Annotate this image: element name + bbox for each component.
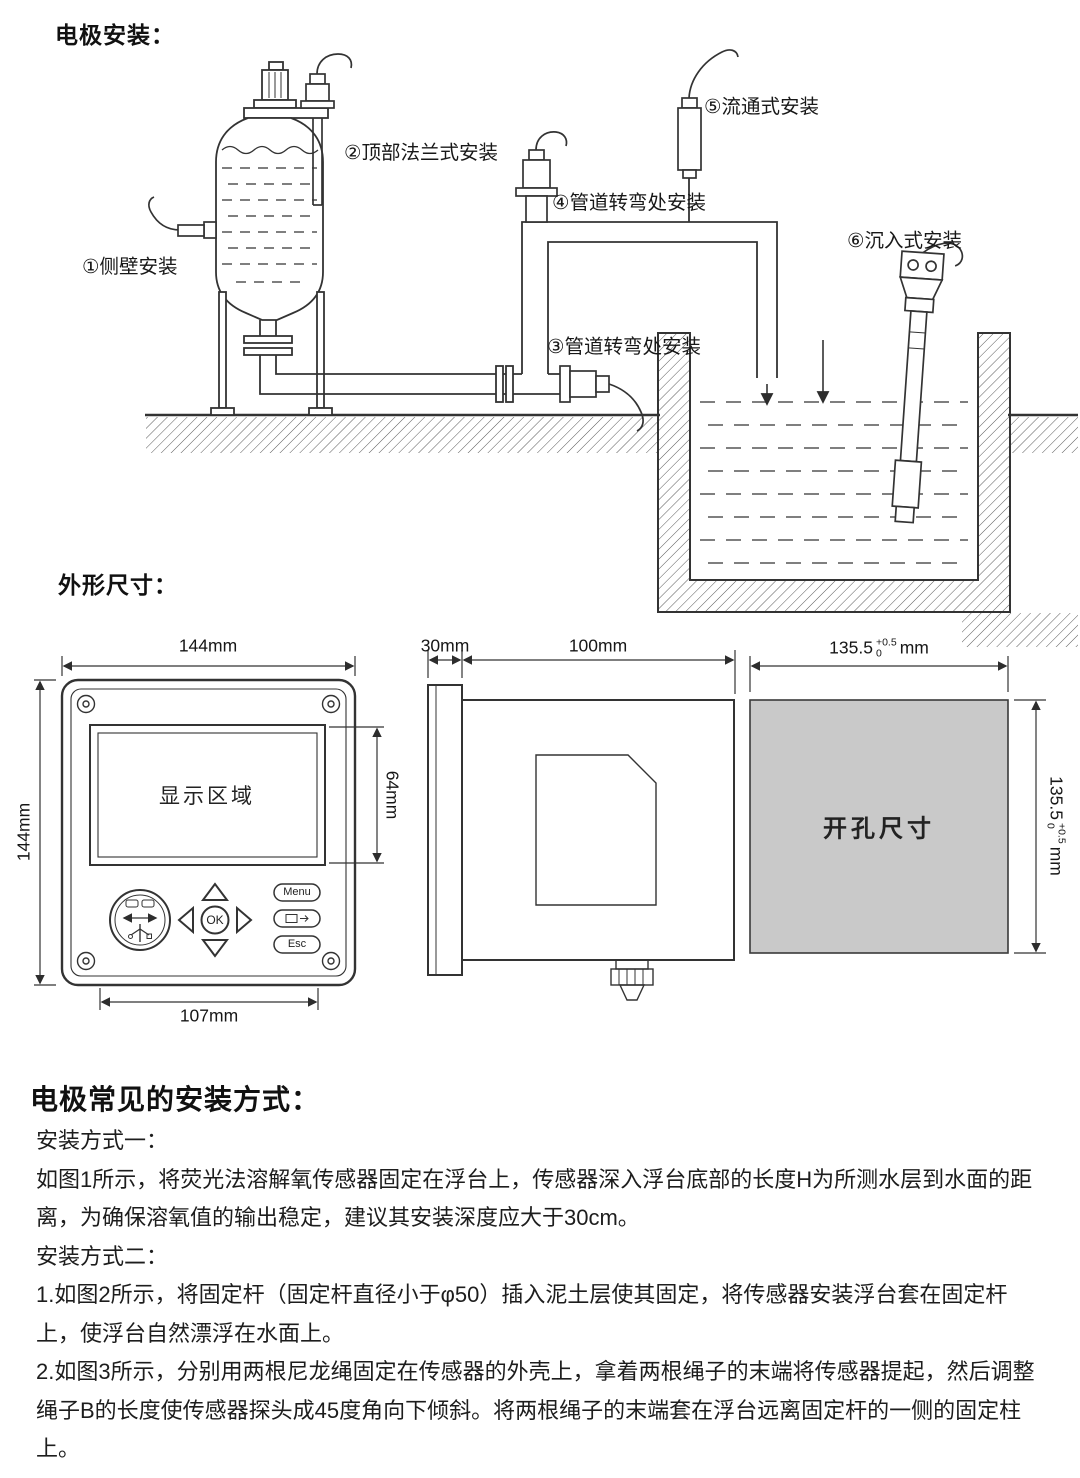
dim-value: 135.5 — [829, 637, 873, 658]
dim-cutout-height: 135.5 +0.5 0 mm — [1045, 776, 1068, 876]
pipe-flange — [243, 335, 293, 344]
dimension-lines — [749, 656, 1046, 954]
sensor-cable — [148, 196, 181, 231]
cable-gland — [610, 959, 654, 1001]
left-arrow-key — [177, 905, 194, 935]
installation-methods-text: 安装方式一： 如图1所示，将荧光法溶解氧传感器固定在浮台上，传感器深入浮台底部的… — [36, 1122, 1046, 1469]
method-2-heading: 安装方式二： — [36, 1243, 169, 1269]
display-area-label: 显示区域 — [159, 784, 255, 808]
menu-key-label: Menu — [283, 886, 311, 898]
sensor-top-flange — [300, 53, 353, 206]
dim-body-depth: 100mm — [568, 635, 628, 656]
tolerance-upper: +0.5 — [875, 636, 897, 649]
collection-pit — [657, 332, 1011, 613]
display-key — [273, 909, 321, 928]
tank-leg-right — [316, 291, 325, 409]
menu-key — [273, 883, 321, 902]
function-keys — [273, 883, 321, 954]
ok-key-label: OK — [206, 913, 224, 927]
method-1-heading: 安装方式一： — [36, 1128, 169, 1153]
sensor-cable — [608, 383, 644, 432]
dim-unit: mm — [1046, 846, 1067, 876]
dim-keypad-width: 107mm — [179, 1005, 239, 1026]
tolerance-lower: 0 — [1045, 822, 1057, 829]
pipe-flange — [505, 365, 514, 403]
usb-port-icon — [109, 889, 171, 951]
down-arrow-key — [201, 939, 229, 958]
dim-tolerance: +0.5 0 — [875, 636, 897, 659]
up-arrow-key — [201, 882, 229, 901]
install-label-flow-through: ⑤流通式安装 — [704, 96, 819, 118]
tank-leg-left — [218, 291, 227, 409]
ok-key — [200, 905, 230, 935]
dimension-lines — [427, 650, 736, 694]
right-arrow-key — [236, 905, 253, 935]
cutout-label: 开孔尺寸 — [823, 813, 935, 843]
display-area — [89, 724, 326, 866]
dimension-drawings — [34, 650, 1046, 1010]
install-label-immersion: ⑥沉入式安装 — [847, 230, 962, 252]
side-view — [427, 650, 736, 1001]
dpad — [177, 882, 253, 958]
method-1-text: 如图1所示，将荧光法溶解氧传感器固定在浮台上，传感器深入浮台底部的长度H为所测水… — [36, 1166, 1033, 1231]
tank-liquid-dashes — [222, 167, 317, 283]
install-label-side-wall: ①侧壁安装 — [82, 256, 178, 278]
pipe-network — [243, 178, 830, 406]
display-key-icon — [285, 914, 298, 923]
front-view — [34, 656, 384, 1010]
dim-front-height: 144mm — [13, 802, 34, 862]
dim-display-height: 64mm — [382, 770, 403, 820]
reaction-tank — [210, 61, 333, 416]
dim-value: 135.5 — [1046, 776, 1067, 820]
motor-cap — [268, 61, 284, 71]
dim-front-width: 144mm — [178, 635, 238, 656]
sensor-cable — [922, 242, 964, 267]
installation-diagram — [145, 49, 1078, 647]
corner-screws — [76, 694, 341, 971]
sensor-side-wall — [148, 196, 217, 239]
sensor-pipe-bend-vertical — [515, 131, 568, 223]
dim-tolerance: +0.5 0 — [1045, 822, 1068, 844]
pipe-flange — [495, 365, 504, 403]
sensor-cable — [688, 49, 739, 99]
immersion-sensor — [891, 242, 964, 524]
section-title-electrode-install: 电极安装： — [55, 22, 175, 48]
dim-cutout-width: 135.5 +0.5 0 mm — [829, 636, 929, 659]
esc-key — [273, 935, 321, 954]
water-level-dashes — [700, 401, 968, 564]
sensor-cable — [535, 131, 568, 151]
section-title-methods: 电极常见的安装方式： — [30, 1084, 321, 1115]
install-label-top-flange: ②顶部法兰式安装 — [344, 142, 498, 164]
method-2-step-1: 1.如图2所示，将固定杆（固定杆直径小于φ50）插入泥土层使其固定，将传感器安装… — [36, 1282, 1008, 1346]
ground — [145, 413, 1078, 647]
install-label-pipe-bend-1: ③管道转弯处安装 — [547, 336, 701, 358]
tolerance-upper: +0.5 — [1055, 822, 1068, 844]
install-label-pipe-bend-2: ④管道转弯处安装 — [552, 192, 706, 214]
section-title-dimensions: 外形尺寸： — [58, 572, 178, 598]
cutout-square — [749, 699, 1009, 954]
pipe-flange — [243, 347, 293, 356]
tolerance-lower: 0 — [875, 647, 882, 659]
sensor-cable — [316, 53, 353, 75]
dim-unit: mm — [899, 637, 929, 658]
dimension-lines — [34, 656, 384, 1010]
sensor-pipe-bend-horizontal — [559, 365, 644, 432]
flow-cell — [677, 49, 739, 179]
esc-key-label: Esc — [287, 938, 307, 950]
panel-cutout — [749, 656, 1046, 954]
dim-flange-depth: 30mm — [420, 635, 470, 656]
method-2-step-2: 2.如图3所示，分别用两根尼龙绳固定在传感器的外壳上，拿着两根绳子的末端将传感器… — [36, 1359, 1035, 1461]
